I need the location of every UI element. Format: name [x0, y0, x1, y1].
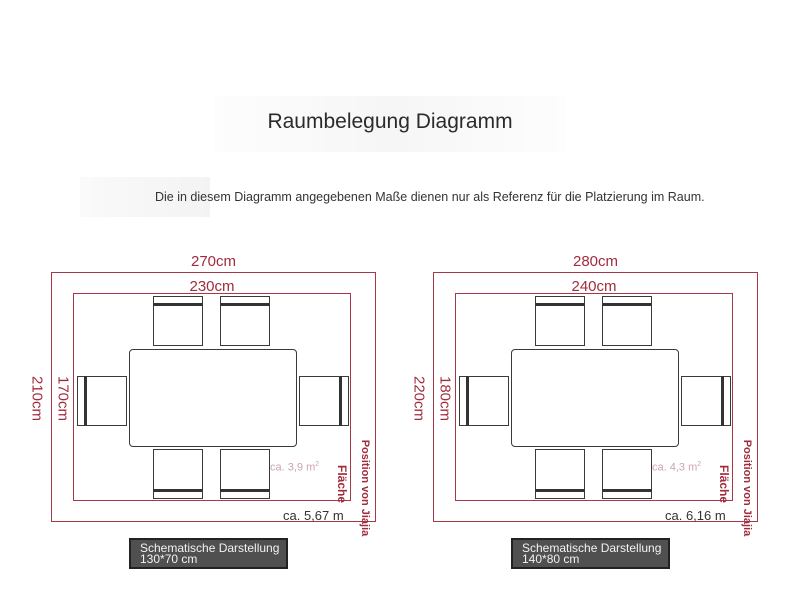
room-plan-1: 270cm 230cm 210cm 170cm ca. 3,9 m2 Fläch…	[0, 245, 376, 590]
reference-note: Die in diesem Diagramm angegebenen Maße …	[155, 190, 705, 204]
position-label: Position von Jiajia	[741, 439, 753, 537]
chair-top-right	[602, 296, 652, 346]
dining-table	[129, 349, 297, 447]
outer-width-label: 270cm	[190, 253, 237, 270]
inner-height-label: 180cm	[436, 375, 454, 422]
inner-width-label: 240cm	[571, 278, 617, 295]
chair-bottom-left	[153, 449, 203, 499]
outer-area-value: ca. 5,67 m	[283, 508, 344, 523]
chair-right-end	[681, 376, 731, 426]
chair-bottom-right	[220, 449, 270, 499]
inner-area-outline	[73, 293, 351, 501]
flaeche-label: Fläche	[717, 464, 731, 503]
outer-height-label: 220cm	[410, 375, 428, 422]
chair-left-end	[77, 376, 127, 426]
outer-width-label: 280cm	[572, 253, 619, 270]
inner-area-value: ca. 3,9 m2	[270, 461, 320, 474]
outer-room-outline	[433, 272, 758, 522]
position-label: Position von Jiajia	[359, 439, 371, 537]
chair-bottom-left	[535, 449, 585, 499]
dining-table	[511, 349, 679, 447]
outer-area-value: ca. 6,16 m	[665, 508, 726, 523]
room-plan-2: 280cm 240cm 220cm 180cm ca. 4,3 m2 Fläch…	[382, 245, 758, 590]
chair-top-right	[220, 296, 270, 346]
schematic-caption: Schematische Darstellung 130*70 cm	[129, 538, 288, 569]
chair-right-end	[299, 376, 349, 426]
flaeche-label: Fläche	[335, 464, 349, 503]
outer-height-label: 210cm	[28, 375, 46, 422]
schematic-caption: Schematische Darstellung 140*80 cm	[511, 538, 670, 569]
inner-area-value: ca. 4,3 m2	[652, 461, 702, 474]
chair-bottom-right	[602, 449, 652, 499]
outer-room-outline	[51, 272, 376, 522]
inner-width-label: 230cm	[189, 278, 235, 295]
note-background	[80, 177, 210, 217]
inner-area-outline	[455, 293, 733, 501]
chair-top-left	[535, 296, 585, 346]
page-title: Raumbelegung Diagramm	[215, 96, 565, 152]
inner-height-label: 170cm	[54, 375, 72, 422]
chair-left-end	[459, 376, 509, 426]
chair-top-left	[153, 296, 203, 346]
